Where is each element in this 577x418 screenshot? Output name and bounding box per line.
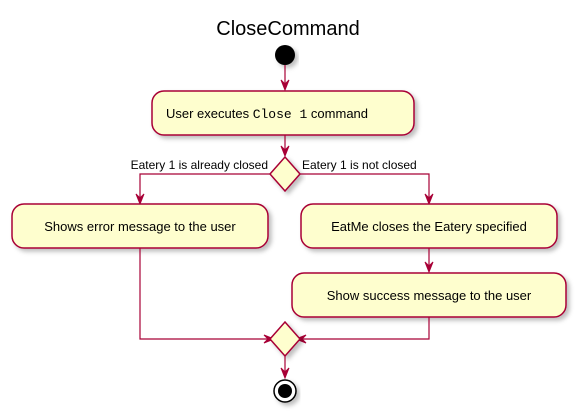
activity-label: Show success message to the user bbox=[327, 288, 532, 303]
activity-show-success: Show success message to the user bbox=[291, 272, 567, 318]
diagram-title: CloseCommand bbox=[216, 18, 359, 40]
decision-diamond bbox=[268, 155, 302, 193]
arrowhead bbox=[135, 193, 145, 206]
flow-success-to-merge bbox=[300, 317, 430, 340]
start-node bbox=[275, 45, 295, 65]
flow-error-to-merge bbox=[139, 248, 270, 340]
guard-not-closed: Eatery 1 is not closed bbox=[302, 158, 417, 172]
arrowhead bbox=[424, 193, 434, 206]
command-code: Close 1 bbox=[253, 107, 308, 122]
end-node bbox=[273, 379, 297, 403]
merge-diamond bbox=[268, 320, 302, 358]
activity-box bbox=[151, 90, 415, 136]
label-text-after: command bbox=[307, 106, 368, 121]
activity-label: EatMe closes the Eatery specified bbox=[331, 219, 527, 234]
arrowhead bbox=[280, 367, 290, 380]
label-text-before: User executes bbox=[166, 106, 253, 121]
activity-shows-error: Shows error message to the user bbox=[11, 203, 269, 249]
activity-label: Shows error message to the user bbox=[44, 219, 236, 234]
end-node-dot bbox=[278, 384, 292, 398]
flow-to-error bbox=[139, 173, 270, 200]
activity-user-executes: User executes Close 1 command bbox=[151, 90, 415, 136]
activity-eatme-closes: EatMe closes the Eatery specified bbox=[300, 203, 558, 249]
flow-to-close bbox=[300, 173, 430, 200]
arrowhead bbox=[280, 79, 290, 92]
arrowhead bbox=[280, 145, 290, 158]
activity-label: User executes Close 1 command bbox=[166, 106, 368, 122]
guard-already-closed: Eatery 1 is already closed bbox=[131, 158, 268, 172]
arrowhead bbox=[424, 261, 434, 274]
